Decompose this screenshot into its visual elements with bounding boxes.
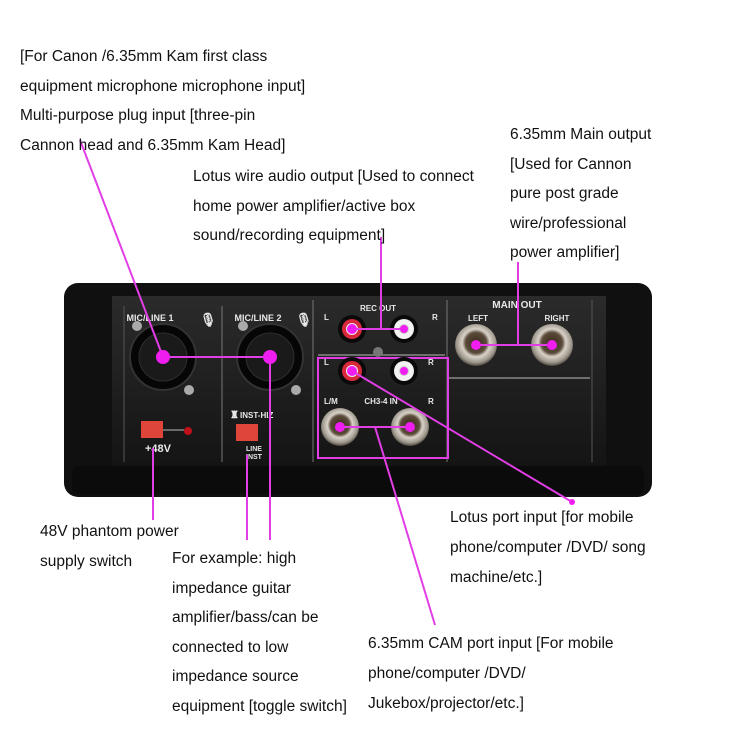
microphone-icon: 🎙 [200, 312, 217, 327]
svg-text:equipment [toggle switch]: equipment [toggle switch] [172, 698, 347, 715]
svg-text:Lotus port input [for mobile: Lotus port input [for mobile [450, 509, 634, 526]
mic-line-2-label: MIC/LINE 2 [234, 313, 281, 323]
inst-hiz-label: INST-HIZ [240, 411, 273, 420]
annotation-lines [79, 139, 575, 626]
svg-text:Cannon head and 6.35mm Kam Hea: Cannon head and 6.35mm Kam Head] [20, 137, 285, 154]
svg-text:[Used for Cannon: [Used for Cannon [510, 156, 632, 173]
svg-text:48V phantom power: 48V phantom power [40, 523, 179, 540]
ch3-4-highlight-box [317, 357, 449, 459]
svg-text:home power amplifier/active bo: home power amplifier/active box [193, 198, 416, 215]
svg-text:sound/recording equipment]: sound/recording equipment] [193, 227, 385, 244]
svg-text:connected to low: connected to low [172, 639, 289, 656]
svg-text:supply switch: supply switch [40, 553, 132, 570]
svg-text:6.35mm CAM port input [For mob: 6.35mm CAM port input [For mobile [368, 635, 614, 652]
microphone-icon: 🎙 [295, 312, 312, 327]
svg-text:impedance guitar: impedance guitar [172, 580, 291, 597]
annotation-rec-out: Lotus wire audio output [Used to connect… [193, 168, 475, 244]
svg-text:phone/computer /DVD/: phone/computer /DVD/ [368, 665, 526, 682]
mic-line-1-label: MIC/LINE 1 [126, 313, 173, 323]
svg-text:For example: high: For example: high [172, 550, 296, 567]
svg-text:wire/professional: wire/professional [509, 215, 626, 232]
svg-text:equipment microphone microphon: equipment microphone microphone input] [20, 78, 305, 95]
svg-text:Multi-purpose plug input [thre: Multi-purpose plug input [three-pin [20, 107, 255, 124]
svg-text:Jukebox/projector/etc.]: Jukebox/projector/etc.] [368, 695, 524, 712]
rec-out-r-label: R [432, 313, 438, 322]
annotation-hiz-switch: For example: high impedance guitar ampli… [172, 550, 347, 715]
main-left-label: LEFT [468, 314, 488, 323]
ch-r2-label: R [428, 397, 434, 406]
ch3-4-in-label: CH3-4 IN [364, 397, 398, 406]
ch-l-label: L [324, 358, 329, 367]
svg-text:impedance source: impedance source [172, 668, 299, 685]
svg-text:power amplifier]: power amplifier] [510, 244, 619, 261]
inst-label: INST [246, 454, 263, 461]
phantom-power-button[interactable] [141, 421, 163, 438]
annotation-phantom: 48V phantom power supply switch [40, 523, 179, 570]
annotation-cam-in: 6.35mm CAM port input [For mobile phone/… [368, 635, 614, 712]
svg-text:Lotus wire audio output [Used: Lotus wire audio output [Used to connect [193, 168, 475, 185]
svg-text:phone/computer /DVD/ song: phone/computer /DVD/ song [450, 539, 646, 556]
ch-r-label: R [428, 358, 434, 367]
hiz-toggle-switch[interactable] [236, 424, 258, 441]
svg-text:pure post grade: pure post grade [510, 185, 619, 202]
svg-text:machine/etc.]: machine/etc.] [450, 569, 542, 586]
line-label: LINE [246, 446, 262, 453]
phantom-label: +48V [145, 443, 172, 455]
guitar-icon: ♜ [230, 410, 239, 421]
svg-text:6.35mm Main output: 6.35mm Main output [510, 126, 652, 143]
annotation-lotus-in: Lotus port input [for mobile phone/compu… [450, 509, 646, 586]
main-right-label: RIGHT [545, 314, 570, 323]
ch-lm-label: L/M [324, 397, 338, 406]
rec-out-l-label: L [324, 313, 329, 322]
rec-out-label: REC OUT [360, 304, 396, 313]
phantom-led [184, 427, 192, 435]
svg-text:amplifier/bass/can be: amplifier/bass/can be [172, 609, 318, 626]
annotation-main-out: 6.35mm Main output [Used for Cannon pure… [509, 126, 652, 261]
annotation-combo-input: [For Canon /6.35mm Kam first class equip… [20, 48, 305, 154]
svg-text:[For Canon /6.35mm Kam first c: [For Canon /6.35mm Kam first class [20, 48, 267, 65]
